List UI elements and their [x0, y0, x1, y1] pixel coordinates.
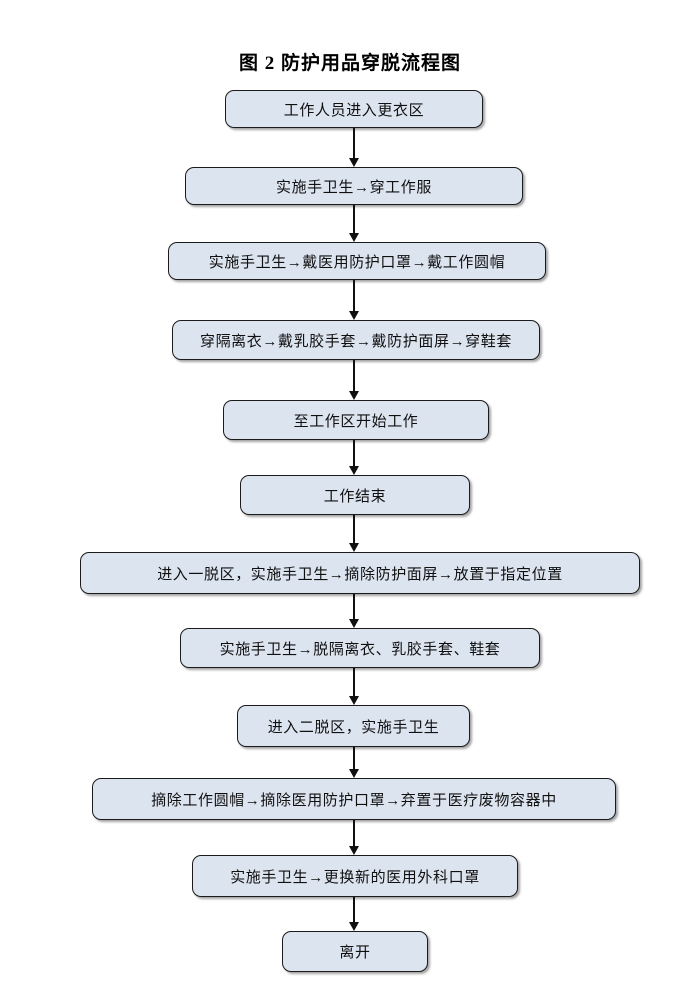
connector-n5-to-n6	[353, 440, 355, 467]
arrowhead-icon-n7-to-n8	[348, 619, 359, 628]
connector-n9-to-n10	[353, 747, 355, 770]
flowchart-node-label: 实施手卫生→戴医用防护口罩→戴工作圆帽	[208, 254, 506, 271]
arrowhead-icon-n6-to-n7	[348, 543, 359, 552]
arrowhead-icon-n3-to-n4	[348, 311, 359, 320]
flowchart-node-n2: 实施手卫生→穿工作服	[185, 167, 523, 205]
arrowhead-icon-n9-to-n10	[348, 769, 359, 778]
flowchart-node-n11: 实施手卫生→更换新的医用外科口罩	[192, 855, 518, 897]
flowchart-node-label: 实施手卫生→脱隔离衣、乳胶手套、鞋套	[219, 641, 501, 658]
arrowhead-icon-n2-to-n3	[348, 233, 359, 242]
connector-n10-to-n11	[353, 820, 355, 847]
connector-n6-to-n7	[353, 515, 355, 544]
connector-n3-to-n4	[353, 280, 355, 312]
flowchart-node-label: 进入二脱区，实施手卫生	[267, 719, 440, 736]
connector-n4-to-n5	[353, 360, 355, 392]
arrowhead-icon-n10-to-n11	[348, 846, 359, 855]
flowchart-node-label: 离开	[339, 945, 371, 961]
connector-n8-to-n9	[353, 668, 355, 697]
flowchart-node-n5: 至工作区开始工作	[223, 400, 489, 440]
flowchart-node-n1: 工作人员进入更衣区	[225, 90, 483, 128]
connector-n2-to-n3	[353, 205, 355, 234]
flowchart-node-label: 摘除工作圆帽→摘除医用防护口罩→弃置于医疗废物容器中	[151, 792, 557, 809]
flowchart-node-n4: 穿隔离衣→戴乳胶手套→戴防护面屏→穿鞋套	[172, 320, 540, 360]
flowchart-node-label: 实施手卫生→穿工作服	[275, 179, 432, 196]
connector-n7-to-n8	[353, 594, 355, 620]
flowchart-node-label: 至工作区开始工作	[293, 413, 419, 430]
flowchart-node-label: 工作人员进入更衣区	[283, 102, 425, 119]
flowchart-node-label: 穿隔离衣→戴乳胶手套→戴防护面屏→穿鞋套	[199, 333, 512, 350]
flowchart-node-n7: 进入一脱区，实施手卫生→摘除防护面屏→放置于指定位置	[80, 552, 640, 594]
flowchart-node-n10: 摘除工作圆帽→摘除医用防护口罩→弃置于医疗废物容器中	[92, 778, 616, 820]
arrowhead-icon-n8-to-n9	[348, 696, 359, 705]
connector-n1-to-n2	[353, 128, 355, 159]
flowchart-node-n6: 工作结束	[240, 475, 470, 515]
flowchart-node-n3: 实施手卫生→戴医用防护口罩→戴工作圆帽	[168, 242, 546, 280]
arrowhead-icon-n11-to-n12	[348, 922, 359, 931]
flowchart-node-n12: 离开	[282, 931, 428, 972]
flowchart-node-label: 进入一脱区，实施手卫生→摘除防护面屏→放置于指定位置	[157, 566, 563, 583]
flowchart-node-n9: 进入二脱区，实施手卫生	[237, 705, 470, 747]
connector-n11-to-n12	[353, 897, 355, 923]
flowchart-node-label: 实施手卫生→更换新的医用外科口罩	[230, 869, 480, 886]
chart-title: 图 2 防护用品穿脱流程图	[238, 53, 461, 74]
arrowhead-icon-n5-to-n6	[348, 466, 359, 475]
flowchart-node-label: 工作结束	[323, 488, 387, 505]
arrowhead-icon-n1-to-n2	[348, 158, 359, 167]
arrowhead-icon-n4-to-n5	[348, 391, 359, 400]
flowchart-node-n8: 实施手卫生→脱隔离衣、乳胶手套、鞋套	[180, 628, 540, 668]
